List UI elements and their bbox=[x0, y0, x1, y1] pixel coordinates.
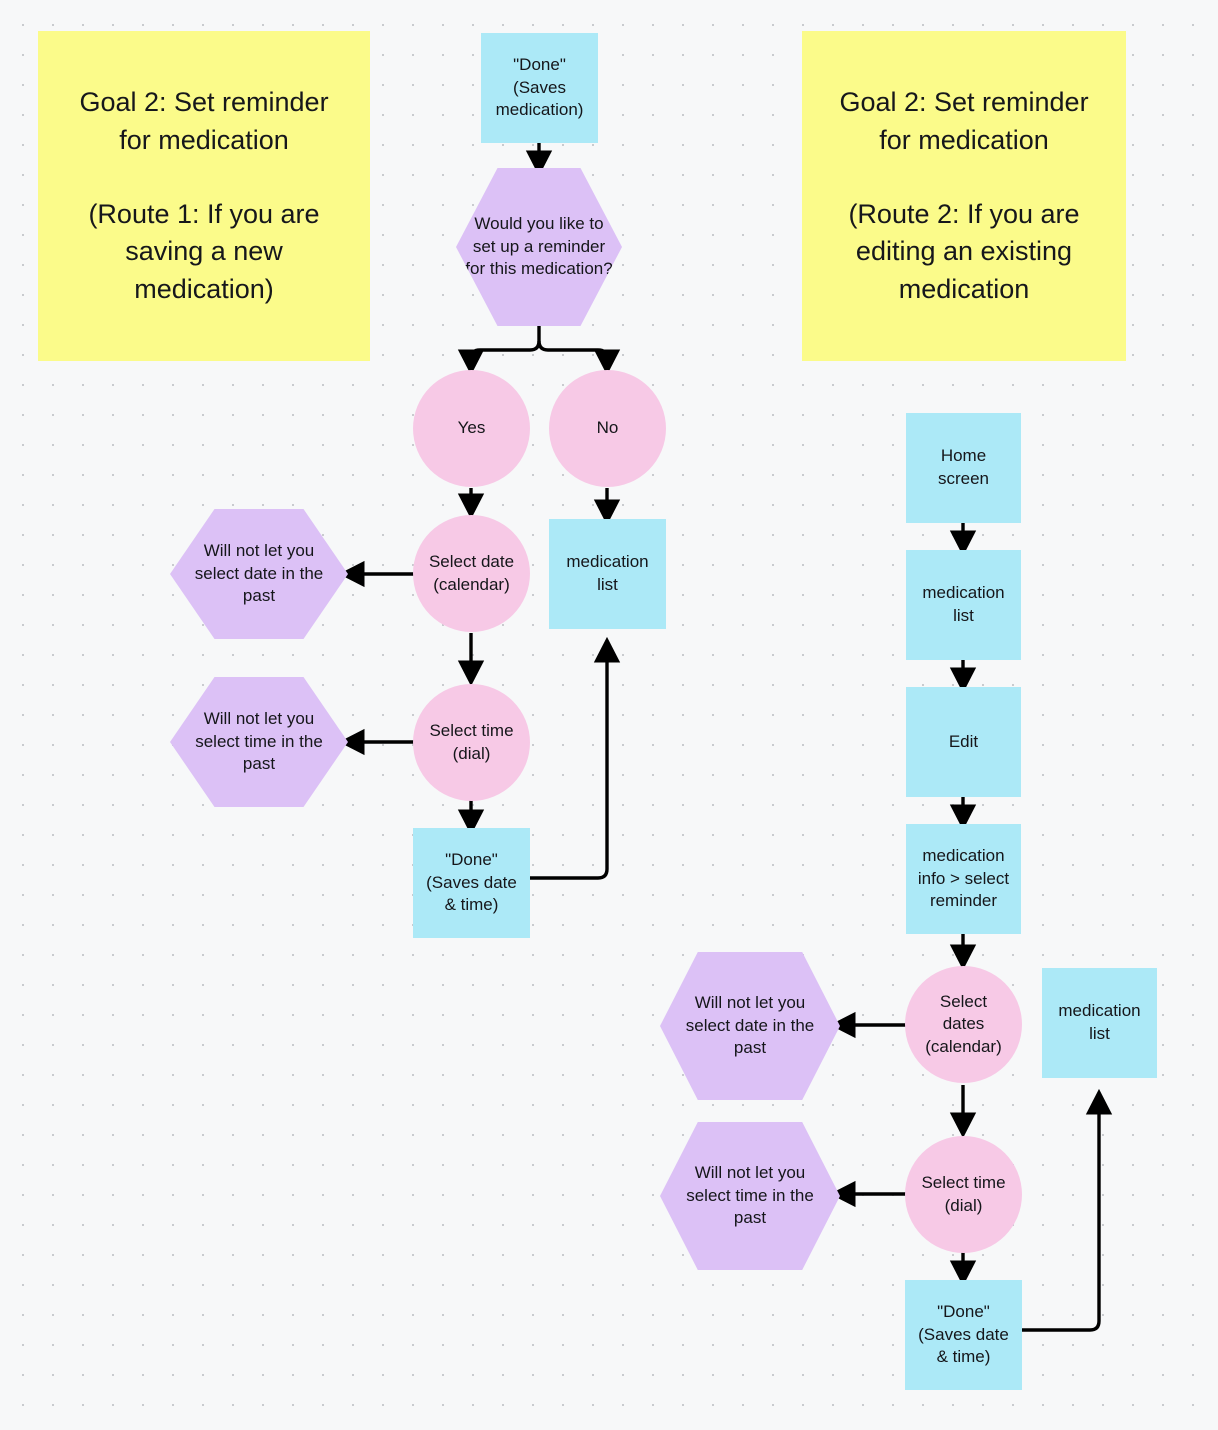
node-select-time-dial-route2-label: Select time (dial) bbox=[921, 1172, 1006, 1215]
node-decision-setup-reminder[interactable]: Would you like to set up a reminder for … bbox=[456, 168, 622, 326]
node-done-saves-date-time-route2-label: "Done" (Saves date & time) bbox=[918, 1302, 1009, 1367]
node-branch-yes-label: Yes bbox=[457, 418, 486, 438]
sticky-note-route-1: Goal 2: Set reminder for medication (Rou… bbox=[38, 31, 370, 361]
node-medication-info-select-reminder-label: medication info > select reminder bbox=[917, 846, 1010, 911]
edge-decision-fork bbox=[469, 326, 541, 367]
node-constraint-time-past-route2: Will not let you select time in the past bbox=[660, 1122, 840, 1270]
node-select-dates-calendar-route2[interactable]: Select dates (calendar) bbox=[905, 966, 1022, 1083]
node-done-saves-date-time-route2[interactable]: "Done" (Saves date & time) bbox=[905, 1280, 1022, 1390]
sticky-note-route-1-text: Goal 2: Set reminder for medication (Rou… bbox=[79, 87, 329, 304]
node-branch-yes[interactable]: Yes bbox=[413, 370, 530, 487]
node-select-time-dial-route1[interactable]: Select time (dial) bbox=[413, 684, 530, 801]
node-medication-list-end-route2-label: medication list bbox=[1058, 1001, 1141, 1043]
node-medication-list-route1-label: medication list bbox=[566, 552, 649, 594]
edge-done-back-to-medication-list-end bbox=[1019, 1088, 1113, 1332]
node-home-screen-label: Home screen bbox=[937, 446, 990, 488]
node-medication-list-route1[interactable]: medication list bbox=[549, 519, 666, 629]
node-constraint-time-past-route2-label: Will not let you select time in the past bbox=[686, 1163, 814, 1228]
node-medication-list-end-route2[interactable]: medication list bbox=[1042, 968, 1157, 1078]
node-constraint-date-past-route1-label: Will not let you select date in the past bbox=[194, 541, 324, 606]
node-constraint-date-past-route1: Will not let you select date in the past bbox=[170, 509, 348, 639]
node-done-saves-date-time-route1-label: "Done" (Saves date & time) bbox=[426, 850, 517, 915]
node-select-date-calendar-label: Select date (calendar) bbox=[428, 551, 515, 594]
node-constraint-date-past-route2-label: Will not let you select date in the past bbox=[685, 993, 815, 1058]
node-constraint-date-past-route2: Will not let you select date in the past bbox=[660, 952, 840, 1100]
edge-decision-fork-right bbox=[537, 340, 609, 367]
node-home-screen[interactable]: Home screen bbox=[906, 413, 1021, 523]
sticky-note-route-2-text: Goal 2: Set reminder for medication (Rou… bbox=[839, 87, 1089, 304]
node-edit[interactable]: Edit bbox=[906, 687, 1021, 797]
node-branch-no-label: No bbox=[596, 418, 619, 438]
node-medication-info-select-reminder[interactable]: medication info > select reminder bbox=[906, 824, 1021, 934]
sticky-note-route-2: Goal 2: Set reminder for medication (Rou… bbox=[802, 31, 1126, 361]
node-select-time-dial-route2[interactable]: Select time (dial) bbox=[905, 1136, 1022, 1253]
node-constraint-time-past-route1: Will not let you select time in the past bbox=[170, 677, 348, 807]
node-constraint-time-past-route1-label: Will not let you select time in the past bbox=[195, 709, 323, 774]
node-select-date-calendar[interactable]: Select date (calendar) bbox=[413, 515, 530, 632]
node-select-dates-calendar-route2-label: Select dates (calendar) bbox=[925, 991, 1002, 1056]
node-medication-list-route2-label: medication list bbox=[922, 583, 1005, 625]
node-medication-list-route2[interactable]: medication list bbox=[906, 550, 1021, 660]
node-branch-no[interactable]: No bbox=[549, 370, 666, 487]
node-decision-setup-reminder-label: Would you like to set up a reminder for … bbox=[465, 214, 613, 279]
node-done-saves-medication[interactable]: "Done" (Saves medication) bbox=[481, 33, 598, 143]
edge-done-back-to-medication-list bbox=[528, 636, 621, 880]
node-select-time-dial-route1-label: Select time (dial) bbox=[429, 720, 514, 763]
node-edit-label: Edit bbox=[948, 731, 979, 751]
node-done-saves-medication-label: "Done" (Saves medication) bbox=[495, 55, 584, 120]
node-done-saves-date-time-route1[interactable]: "Done" (Saves date & time) bbox=[413, 828, 530, 938]
